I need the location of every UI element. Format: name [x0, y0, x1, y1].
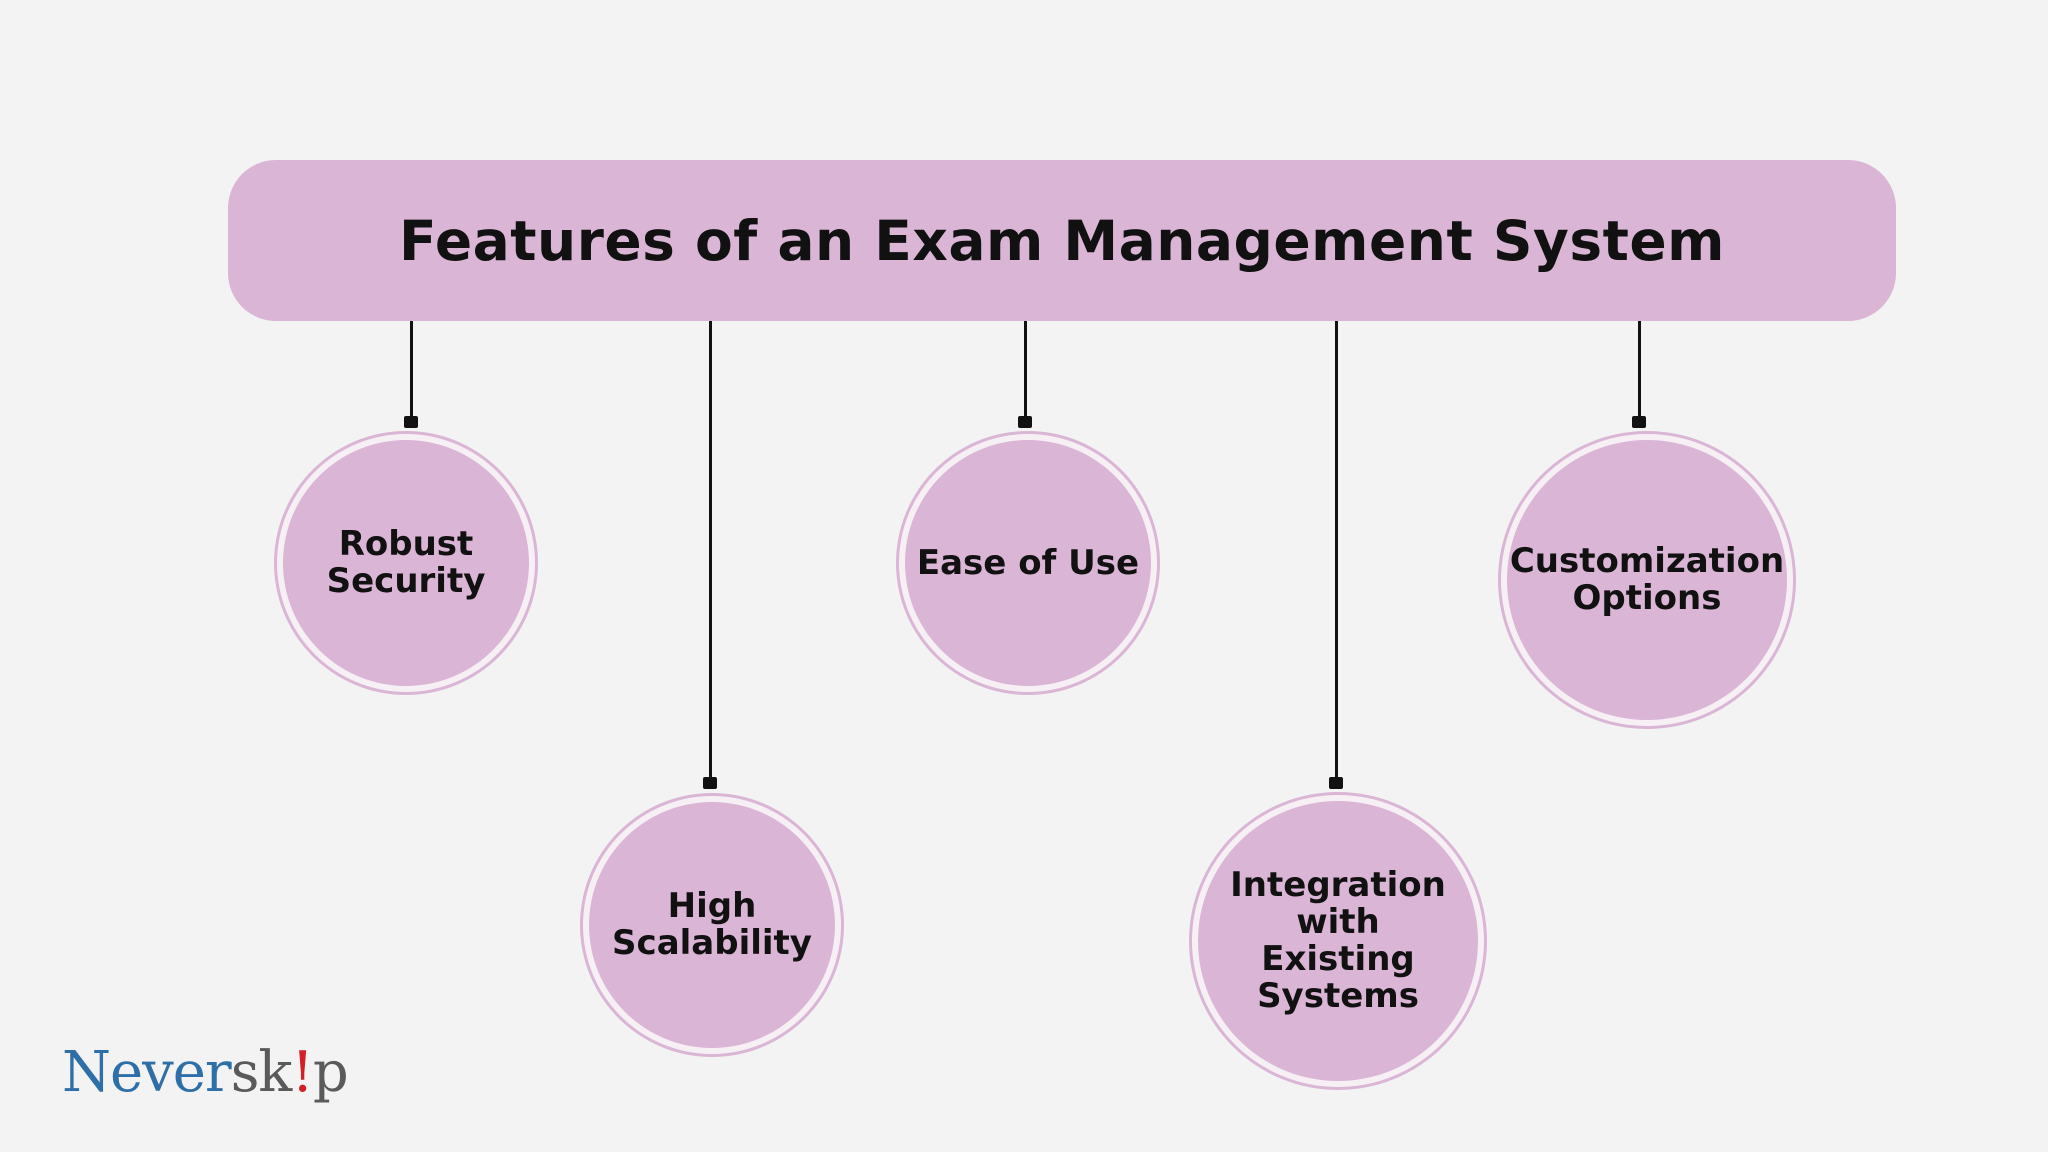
connector-customization: [1638, 321, 1641, 421]
feature-label: Integration with Existing Systems: [1230, 865, 1446, 1016]
feature-label: Customization Options: [1509, 541, 1785, 618]
connector-dot-ease-of-use: [1018, 416, 1032, 428]
feature-ease-of-use: Ease of Use: [905, 440, 1151, 686]
connector-high-scalability: [709, 321, 712, 782]
feature-robust-security: Robust Security: [283, 440, 529, 686]
connector-dot-robust-security: [404, 416, 418, 428]
neverskip-logo: Neversk!p: [62, 1040, 349, 1105]
feature-high-scalability: High Scalability: [589, 802, 835, 1048]
connector-integration: [1335, 321, 1338, 782]
connector-dot-customization: [1632, 416, 1646, 428]
diagram-title: Features of an Exam Management System: [398, 208, 1725, 273]
connector-robust-security: [410, 321, 413, 421]
feature-label: Ease of Use: [916, 542, 1140, 583]
feature-integration-with-existing-systems: Integration with Existing Systems: [1198, 801, 1478, 1081]
feature-label: Robust Security: [326, 524, 486, 601]
connector-dot-integration: [1329, 777, 1343, 789]
title-banner: Features of an Exam Management System: [228, 160, 1896, 321]
connector-dot-high-scalability: [703, 777, 717, 789]
connector-ease-of-use: [1024, 321, 1027, 421]
feature-customization-options: Customization Options: [1507, 440, 1787, 720]
feature-label: High Scalability: [612, 886, 812, 963]
